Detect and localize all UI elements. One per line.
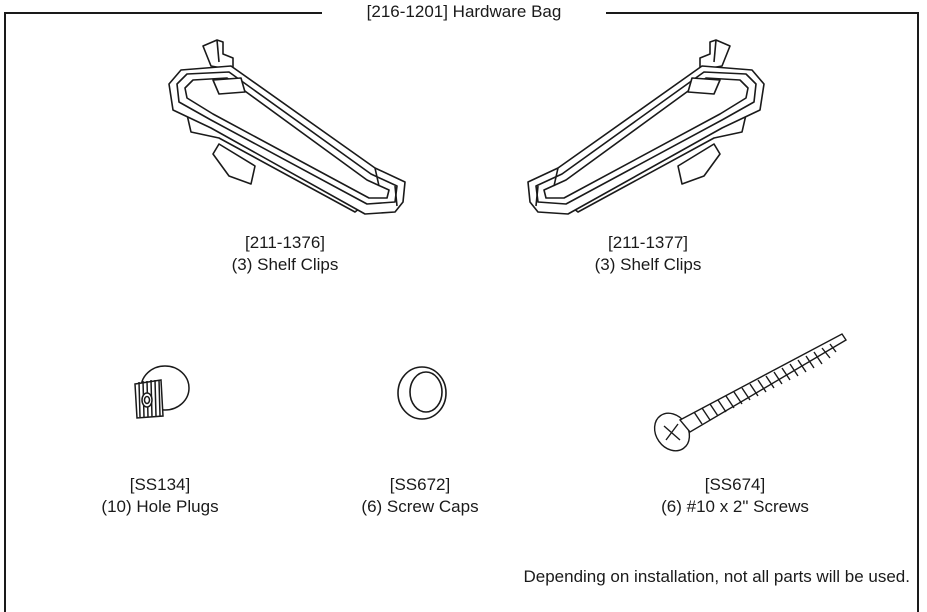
part-caption-ss672: [SS672] (6) Screw Caps <box>345 474 495 518</box>
part-number: [SS134] <box>129 475 191 494</box>
usage-note: Depending on installation, not all parts… <box>523 567 910 586</box>
part-description: (6) Screw Caps <box>361 497 479 516</box>
part-description: (3) Shelf Clips <box>594 255 702 274</box>
part-number: [SS672] <box>389 475 451 494</box>
screw-icon <box>653 333 847 452</box>
part-number: [SS674] <box>704 475 766 494</box>
shelf-clip-right-icon <box>527 39 765 215</box>
hardware-bag-title: [216-1201] Hardware Bag <box>322 1 606 23</box>
part-description: (3) Shelf Clips <box>231 255 339 274</box>
hole-plug-icon <box>134 365 190 419</box>
part-caption-211-1376: [211-1376] (3) Shelf Clips <box>200 232 370 276</box>
part-caption-ss134: [SS134] (10) Hole Plugs <box>85 474 235 518</box>
shelf-clip-left-icon <box>168 39 406 215</box>
hardware-bag-frame <box>4 12 919 612</box>
part-description: (6) #10 x 2" Screws <box>661 497 809 516</box>
part-number: [211-1377] <box>607 233 689 252</box>
part-number: [211-1376] <box>244 233 326 252</box>
part-description: (10) Hole Plugs <box>101 497 219 516</box>
part-caption-ss674: [SS674] (6) #10 x 2" Screws <box>640 474 830 518</box>
screw-cap-icon <box>397 366 447 420</box>
part-caption-211-1377: [211-1377] (3) Shelf Clips <box>563 232 733 276</box>
